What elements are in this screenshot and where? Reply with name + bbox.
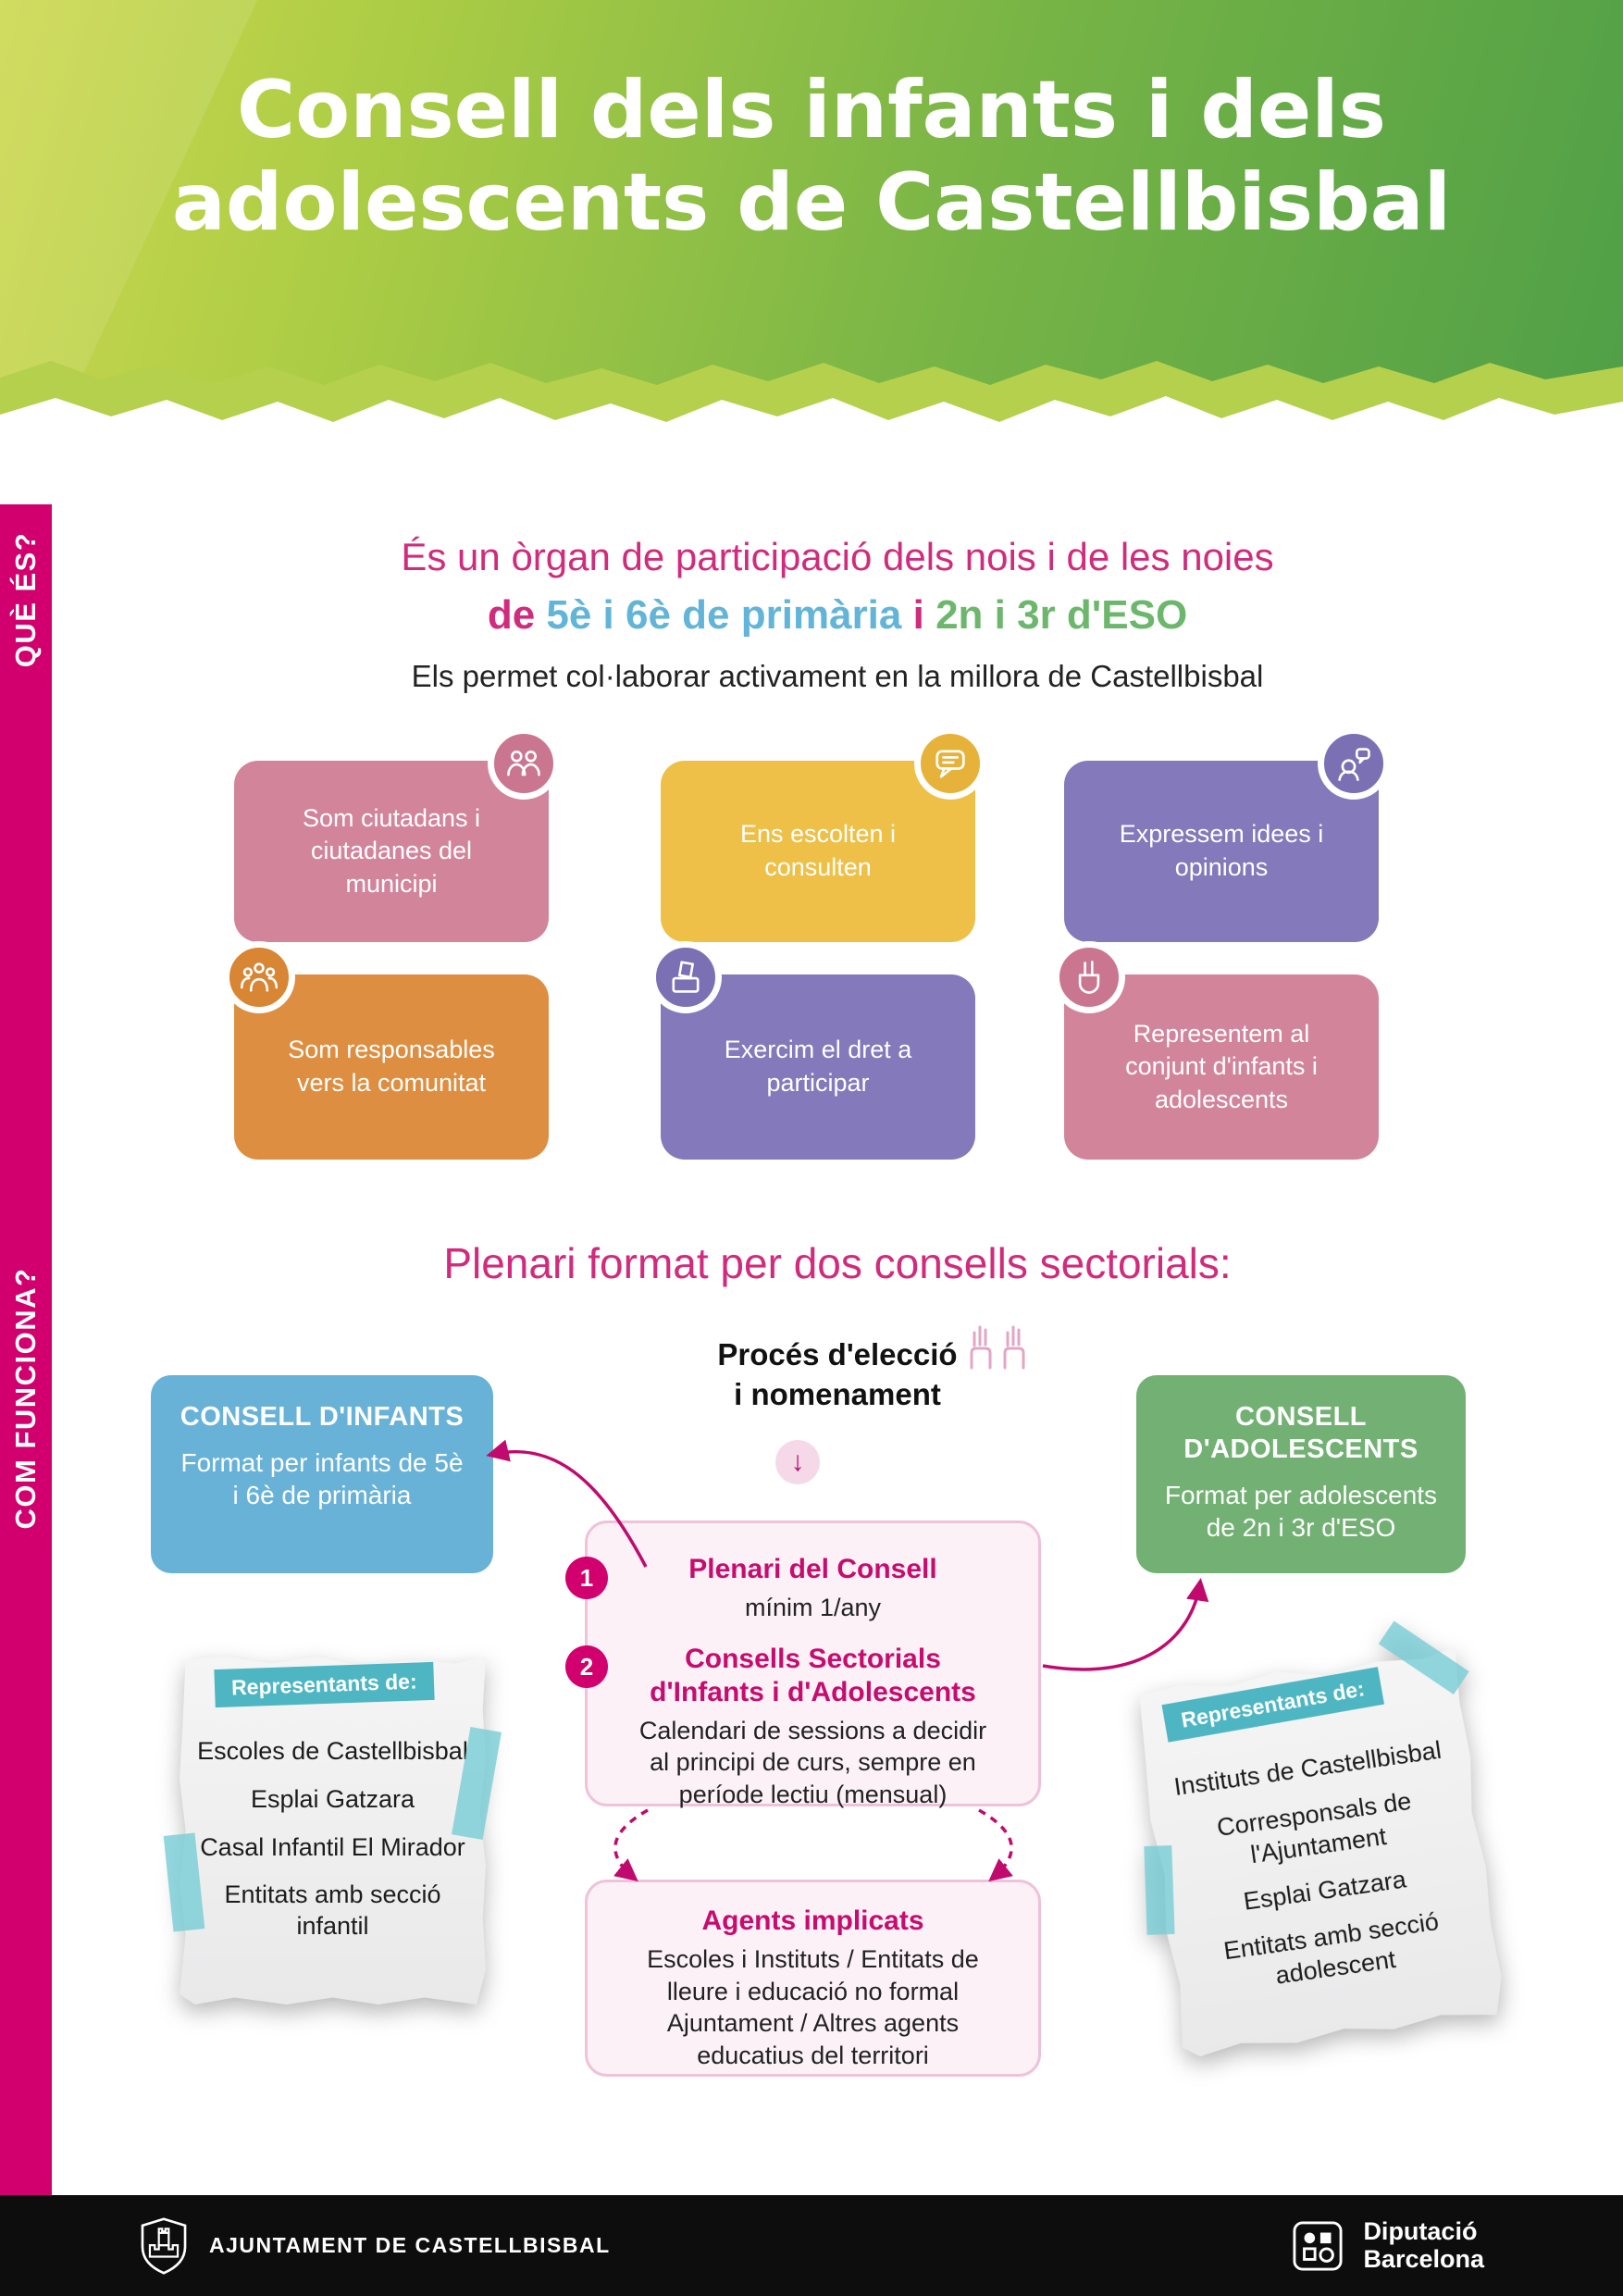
plenari-item2: Consells Sectorials d'Infants i d'Adoles… xyxy=(630,1643,996,1811)
left-note-item: Escoles de Castellbisbal xyxy=(197,1737,468,1765)
diputacio-label: Diputació Barcelona xyxy=(1363,2218,1484,2272)
dashed-arrow-left xyxy=(613,1808,649,1882)
card-participar-label: Exercim el dret a participar xyxy=(724,1036,912,1097)
representants-note-infants: Representants de: Escoles de Castellbisb… xyxy=(180,1657,486,2004)
left-note-items: Escoles de Castellbisbal Esplai Gatzara … xyxy=(192,1736,473,1942)
step-2-badge: 2 xyxy=(565,1645,608,1688)
consell-adolescents-box: CONSELL D'ADOLESCENTS Format per adolesc… xyxy=(1136,1375,1466,1573)
card-escolten-label: Ens escolten i consulten xyxy=(739,820,897,881)
plenari-item1: Plenari del Consell mínim 1/any xyxy=(630,1553,996,1624)
consell-adolescents-body: Format per adolescents de 2n i 3r d'ESO xyxy=(1164,1480,1438,1542)
plenari-item2-title: Consells Sectorials d'Infants i d'Adoles… xyxy=(650,1643,976,1707)
card-ciutadans: Som ciutadans i ciutadanes del municipi xyxy=(234,727,560,942)
intro-line2-eso: 2n i 3r d'ESO xyxy=(935,592,1188,638)
community-icon xyxy=(223,941,295,1013)
poster-title-line1: Consell dels infants i dels xyxy=(237,64,1386,156)
ajuntament-logo-group: AJUNTAMENT DE CASTELLBISBAL xyxy=(139,2216,611,2275)
sidebar-label-que-es: QUÈ ÉS? xyxy=(9,531,42,668)
consell-infants-box: CONSELL D'INFANTS Format per infants de … xyxy=(151,1375,493,1573)
card-representem-label: Representem al conjunt d'infants i adole… xyxy=(1125,1019,1318,1113)
citizens-icon xyxy=(488,727,560,800)
card-representem: Representem al conjunt d'infants i adole… xyxy=(1053,941,1379,1160)
raised-hands-icon xyxy=(964,1314,1031,1376)
diputacio-logo-group: Diputació Barcelona xyxy=(1293,2218,1484,2272)
card-escolten: Ens escolten i consulten xyxy=(661,727,986,942)
diputacio-line1: Diputació xyxy=(1363,2217,1478,2246)
down-arrow-icon: ↓ xyxy=(775,1440,820,1484)
left-note-label: Representants de: xyxy=(214,1661,435,1708)
torn-paper-left xyxy=(180,1657,486,2004)
plenari-box: 1 2 Plenari del Consell mínim 1/any Cons… xyxy=(565,1520,1041,1808)
card-responsables: Som responsables vers la comunitat xyxy=(223,941,549,1160)
intro-line3: Els permet col·laborar activament en la … xyxy=(411,659,1264,693)
intro-line2-mid: i xyxy=(901,592,936,638)
step-1-badge: 1 xyxy=(565,1557,608,1599)
torn-paper-edge xyxy=(0,361,1623,463)
process-title: Procés d'elecció i nomenament xyxy=(52,1335,1623,1415)
right-note-items: Instituts de Castellbisbal Corresponsals… xyxy=(1158,1733,1487,2004)
diputacio-logo xyxy=(1293,2220,1343,2271)
diputacio-line2: Barcelona xyxy=(1363,2244,1484,2273)
consell-adolescents-title: CONSELL D'ADOLESCENTS xyxy=(1183,1402,1419,1464)
castle-shield-icon xyxy=(141,2216,187,2275)
process-title-line2: i nomenament xyxy=(734,1376,941,1411)
ajuntament-label: AJUNTAMENT DE CASTELLBISBAL xyxy=(209,2233,611,2257)
intro-line1: És un òrgan de participació dels nois i … xyxy=(401,535,1274,578)
card-expressem: Expressem idees i opinions xyxy=(1064,727,1390,942)
vote-icon xyxy=(650,941,722,1013)
card-ciutadans-label: Som ciutadans i ciutadanes del municipi xyxy=(302,803,481,898)
card-expressem-label: Expressem idees i opinions xyxy=(1119,820,1324,881)
process-title-line1: Procés d'elecció xyxy=(717,1337,958,1371)
opinions-icon xyxy=(1318,727,1390,800)
agents-body: Escoles i Instituts / Entitats de lleure… xyxy=(647,1945,979,2069)
agents-box: Agents implicats Escoles i Instituts / E… xyxy=(585,1880,1041,2077)
speech-bubble-icon xyxy=(914,727,986,800)
intro-line2-prefix: de xyxy=(487,592,547,638)
plenari-item2-body: Calendari de sessions a decidir al princ… xyxy=(638,1716,987,1808)
representants-note-adolescents: Representants de: Instituts de Castellbi… xyxy=(1133,1620,1506,2058)
left-note-item: Esplai Gatzara xyxy=(250,1784,415,1813)
plenari-item1-title: Plenari del Consell xyxy=(688,1554,937,1584)
dashed-arrow-right xyxy=(978,1808,1013,1882)
intro-line2: de 5è i 6è de primària i 2n i 3r d'ESO xyxy=(52,592,1623,639)
plenari-item1-body: mínim 1/any xyxy=(744,1594,882,1621)
agents-title: Agents implicats xyxy=(701,1905,924,1936)
consell-infants-title: CONSELL D'INFANTS xyxy=(180,1402,465,1432)
how-heading: Plenari format per dos consells sectoria… xyxy=(443,1239,1232,1287)
poster-title-line2: adolescents de Castellbisbal xyxy=(171,155,1452,249)
down-arrow-glyph: ↓ xyxy=(790,1446,805,1477)
card-responsables-label: Som responsables vers la comunitat xyxy=(288,1036,495,1097)
poster-title: Consell dels infants i dels adolescents … xyxy=(0,64,1623,250)
peace-hand-icon xyxy=(1053,941,1125,1013)
footer-bar: AJUNTAMENT DE CASTELLBISBAL Diputació Ba… xyxy=(0,2195,1623,2296)
arrow-to-consell-adolescents xyxy=(1042,1578,1209,1671)
consell-infants-body: Format per infants de 5è i 6è de primàri… xyxy=(180,1447,464,1509)
intro-line2-primaria: 5è i 6è de primària xyxy=(546,592,902,638)
card-participar: Exercim el dret a participar xyxy=(650,941,975,1160)
left-note-item: Entitats amb secció infantil xyxy=(224,1880,441,1940)
section-sidebar-bar xyxy=(0,504,52,2195)
header-banner: Consell dels infants i dels adolescents … xyxy=(0,0,1623,463)
left-note-item: Casal Infantil El Mirador xyxy=(200,1832,465,1861)
sidebar-label-com-funciona: COM FUNCIONA? xyxy=(9,1267,42,1530)
